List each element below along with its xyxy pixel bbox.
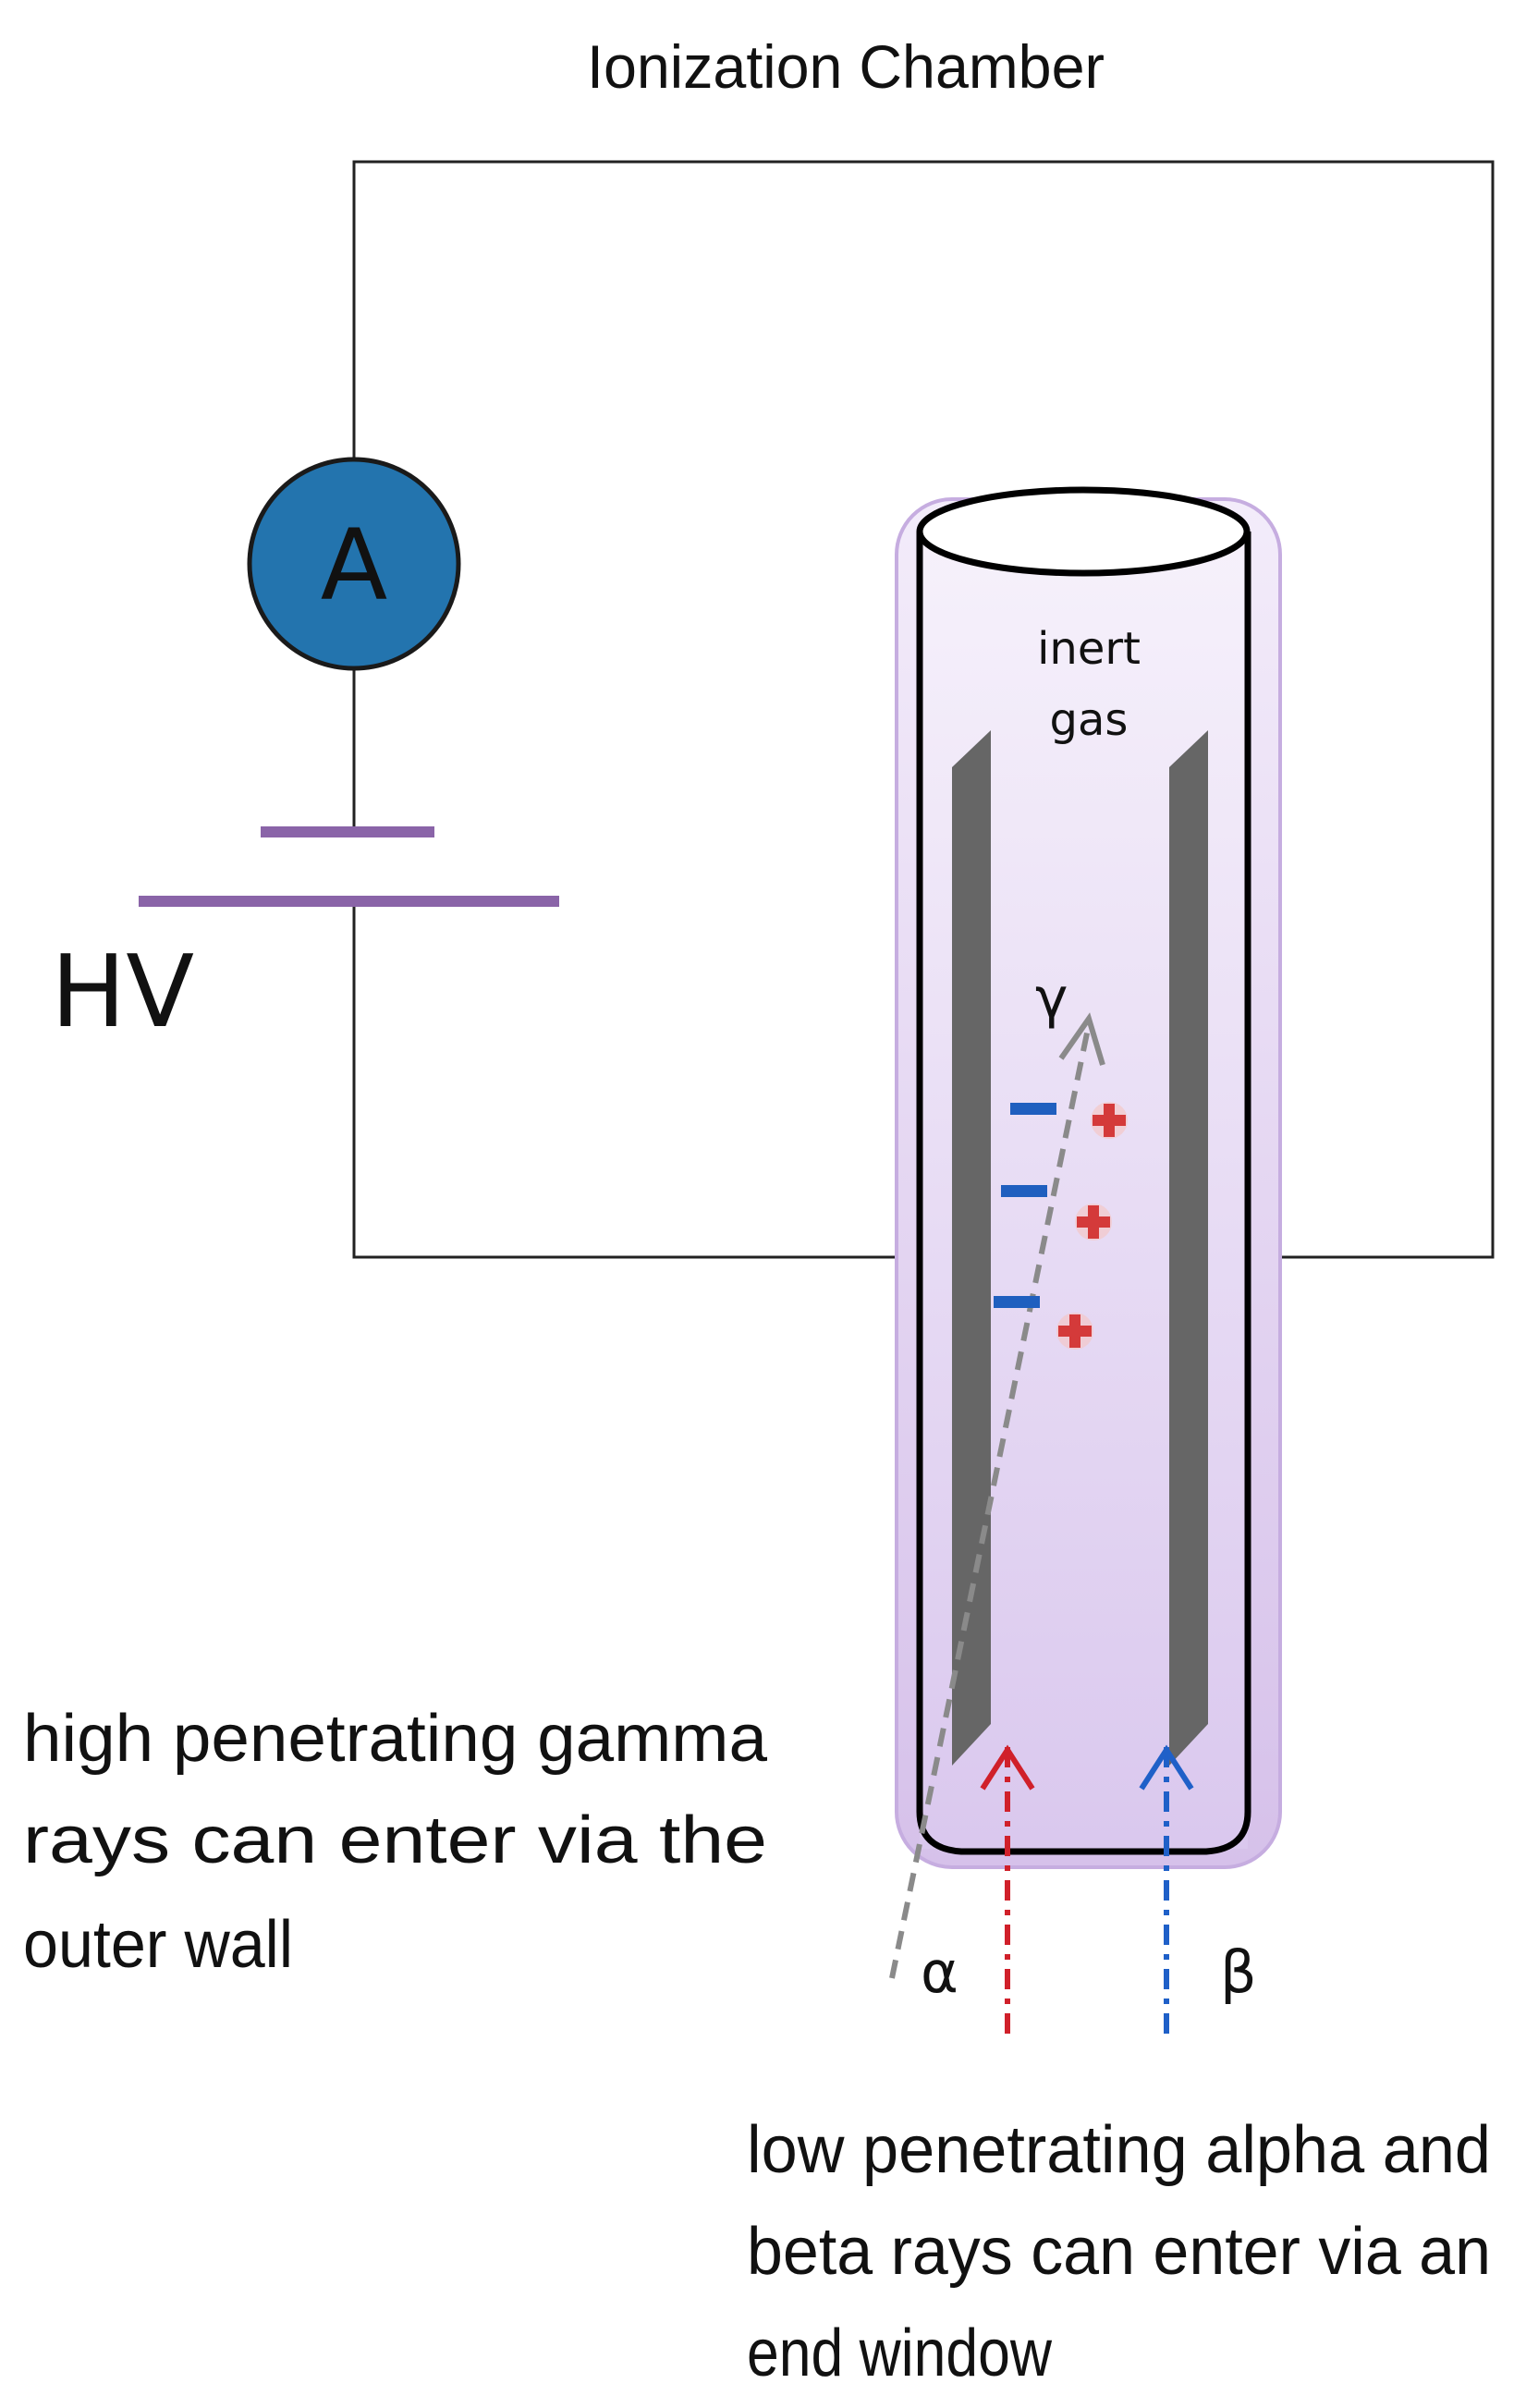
negative-ion-3 — [994, 1296, 1040, 1308]
beta-symbol: β — [1220, 1938, 1257, 2006]
ammeter-symbol: A — [321, 508, 388, 622]
ammeter: A — [247, 457, 461, 671]
chamber-tube: inert gas — [895, 486, 1282, 1869]
alpha-arrowhead — [980, 1744, 1035, 1791]
gamma-note-line-3: outer wall — [23, 1908, 293, 1982]
alpha-beta-note-line-2: beta rays can enter via an — [747, 2215, 1491, 2289]
battery-label: HV — [51, 935, 194, 1050]
alpha-ray: α — [921, 1744, 1035, 2034]
left-electrode — [952, 730, 991, 1766]
gamma-ray: γ — [889, 966, 1105, 1979]
battery: HV — [51, 826, 559, 1050]
alpha-beta-note-line-1: low penetrating alpha and — [747, 2113, 1491, 2187]
gamma-arrowhead — [1058, 1012, 1105, 1066]
gamma-ray-path — [889, 1023, 1092, 1979]
gamma-symbol: γ — [1035, 966, 1068, 1031]
alpha-beta-note: low penetrating alpha and beta rays can … — [747, 2113, 1491, 2390]
wire-top — [352, 160, 1495, 1259]
beta-ray: β — [1139, 1744, 1257, 2034]
beta-arrowhead — [1139, 1744, 1194, 1791]
positive-ion-2 — [1075, 1204, 1112, 1241]
diagram-title: Ionization Chamber — [587, 32, 1105, 101]
ion-pairs — [994, 1102, 1128, 1350]
negative-ion-1 — [1010, 1103, 1056, 1115]
right-electrode — [1169, 730, 1208, 1766]
negative-ion-2 — [1001, 1185, 1047, 1197]
tube-top-opening — [916, 486, 1251, 577]
positive-ion-1 — [1091, 1102, 1128, 1139]
positive-ion-3 — [1056, 1313, 1093, 1350]
gamma-note-line-1: high penetrating gamma — [23, 1702, 768, 1776]
alpha-beta-note-line-3: end window — [747, 2316, 1053, 2390]
gamma-note: high penetrating gamma rays can enter vi… — [23, 1702, 768, 1982]
gas-label-line2: gas — [1050, 694, 1129, 746]
gas-label-line1: inert — [1037, 623, 1141, 675]
alpha-symbol: α — [921, 1938, 958, 2006]
circuit-wires — [352, 160, 1495, 1259]
gamma-note-line-2: rays can enter via the — [23, 1803, 767, 1877]
ammeter-circle — [247, 457, 461, 671]
wire-bottom — [352, 901, 961, 1259]
